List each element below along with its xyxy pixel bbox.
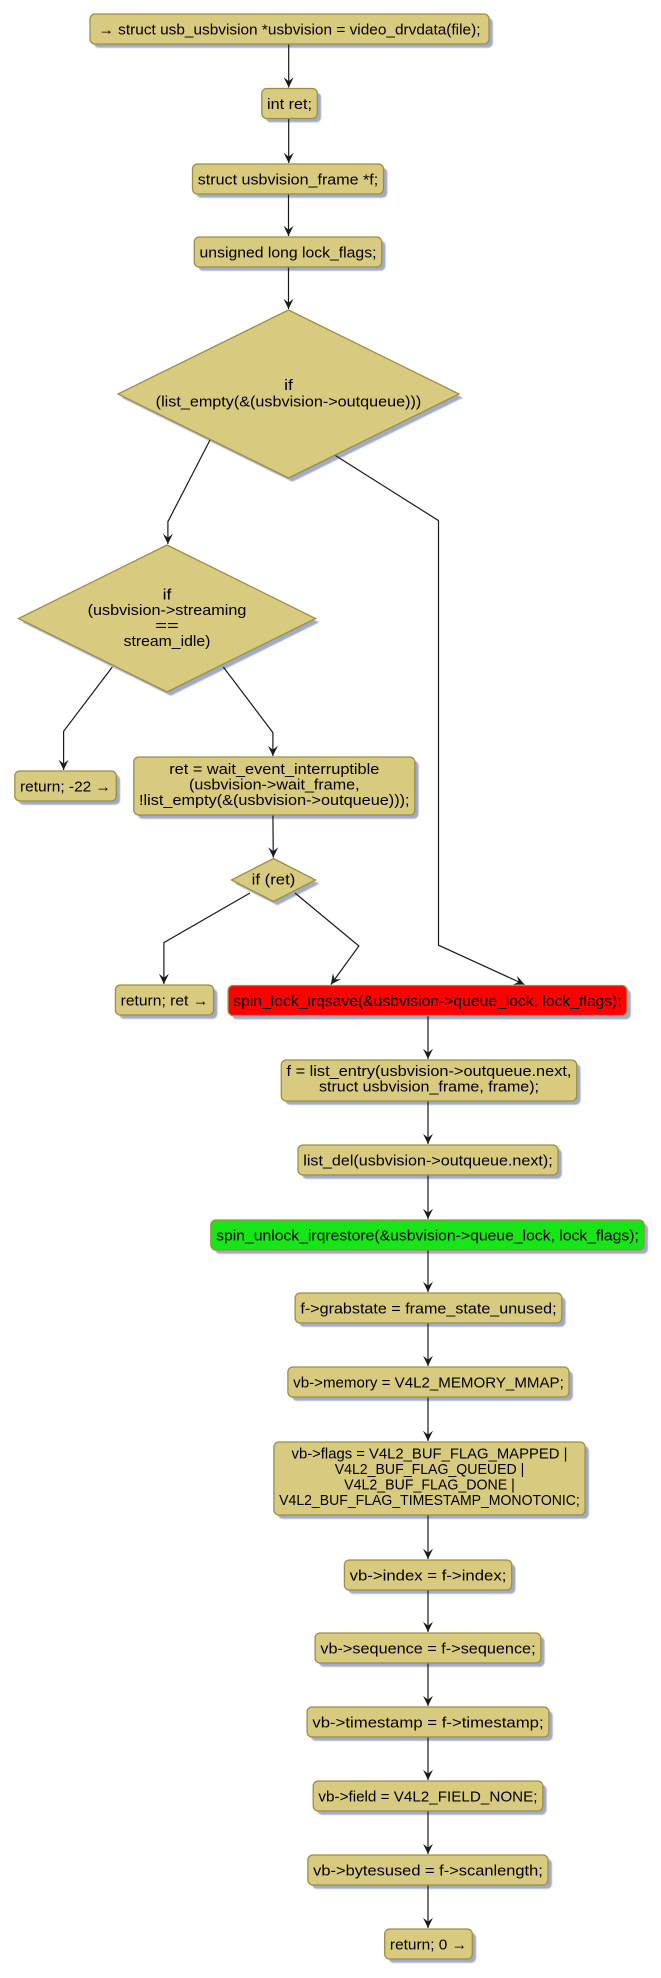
svg-text:→ struct usb_usbvision *usbvis: → struct usb_usbvision *usbvision = vide… — [99, 21, 481, 38]
svg-text:spin_unlock_irqrestore(&usbvis: spin_unlock_irqrestore(&usbvision->queue… — [216, 1227, 639, 1244]
svg-text:unsigned long lock_flags;: unsigned long lock_flags; — [200, 244, 377, 261]
svg-text:return; -22 →: return; -22 → — [20, 778, 111, 795]
svg-text:if: if — [163, 587, 173, 604]
svg-text:f->grabstate = frame_state_unu: f->grabstate = frame_state_unused; — [300, 1300, 556, 1317]
svg-text:vb->timestamp = f->timestamp;: vb->timestamp = f->timestamp; — [312, 1714, 543, 1731]
svg-text:struct usbvision_frame, frame): struct usbvision_frame, frame); — [319, 1079, 539, 1096]
svg-text:f = list_entry(usbvision->outq: f = list_entry(usbvision->outqueue.next, — [287, 1063, 572, 1080]
svg-text:int ret;: int ret; — [267, 96, 312, 113]
svg-text:==: == — [155, 618, 179, 635]
svg-text:(usbvision->streaming: (usbvision->streaming — [88, 602, 247, 619]
svg-text:V4L2_BUF_FLAG_DONE |: V4L2_BUF_FLAG_DONE | — [344, 1477, 515, 1494]
svg-text:(usbvision->wait_frame,: (usbvision->wait_frame, — [189, 776, 360, 793]
svg-text:spin_lock_irqsave(&usbvision->: spin_lock_irqsave(&usbvision->queue_lock… — [233, 993, 621, 1010]
svg-text:stream_idle): stream_idle) — [124, 633, 211, 650]
svg-text:struct usbvision_frame *f;: struct usbvision_frame *f; — [198, 171, 379, 188]
svg-text:vb->index = f->index;: vb->index = f->index; — [350, 1567, 507, 1584]
svg-text:ret = wait_event_interruptible: ret = wait_event_interruptible — [169, 761, 379, 778]
svg-text:vb->flags = V4L2_BUF_FLAG_MAPP: vb->flags = V4L2_BUF_FLAG_MAPPED | — [292, 1446, 568, 1463]
svg-text:V4L2_BUF_FLAG_TIMESTAMP_MONOTO: V4L2_BUF_FLAG_TIMESTAMP_MONOTONIC; — [279, 1492, 580, 1509]
svg-text:vb->field = V4L2_FIELD_NONE;: vb->field = V4L2_FIELD_NONE; — [318, 1788, 537, 1805]
svg-text:return; 0 →: return; 0 → — [390, 1936, 467, 1953]
svg-text:(list_empty(&(usbvision->outqu: (list_empty(&(usbvision->outqueue))) — [156, 393, 422, 410]
svg-text:!list_empty(&(usbvision->outqu: !list_empty(&(usbvision->outqueue))); — [139, 792, 410, 809]
svg-text:vb->bytesused = f->scanlength;: vb->bytesused = f->scanlength; — [313, 1862, 543, 1879]
svg-text:vb->memory = V4L2_MEMORY_MMAP;: vb->memory = V4L2_MEMORY_MMAP; — [293, 1374, 564, 1391]
svg-text:vb->sequence = f->sequence;: vb->sequence = f->sequence; — [320, 1640, 535, 1657]
svg-text:if (ret): if (ret) — [252, 871, 296, 888]
svg-text:return; ret →: return; ret → — [121, 992, 209, 1009]
svg-text:list_del(usbvision->outqueue.n: list_del(usbvision->outqueue.next); — [303, 1152, 553, 1169]
svg-text:if: if — [284, 377, 294, 394]
svg-text:V4L2_BUF_FLAG_QUEUED |: V4L2_BUF_FLAG_QUEUED | — [335, 1461, 525, 1478]
